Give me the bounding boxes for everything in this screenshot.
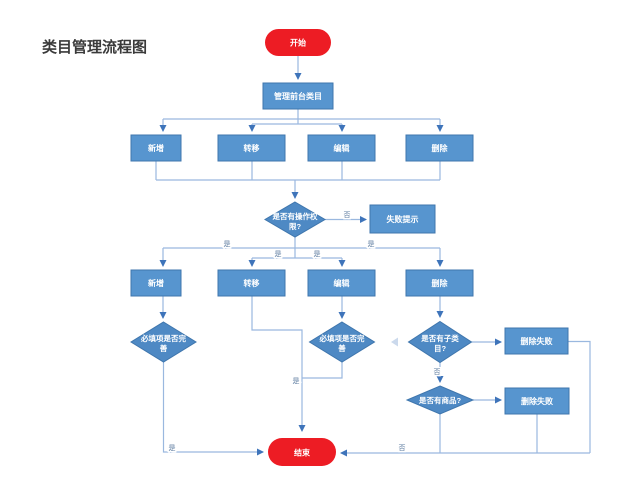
edge-transfer2-to-end bbox=[251, 296, 306, 432]
product-check-shape bbox=[405, 385, 475, 415]
row2-add-label: 新增 bbox=[148, 278, 164, 288]
node-row2-edit: 编辑 bbox=[307, 269, 376, 297]
node-end: 结束 bbox=[268, 438, 336, 466]
node-delete-fail-2: 删除失败 bbox=[504, 387, 570, 415]
permission-check-line2: 限? bbox=[289, 222, 301, 231]
fail-prompt-shape bbox=[369, 204, 436, 234]
node-subcategory-check: 是否有子类 目? bbox=[407, 320, 473, 364]
fail-prompt-label: 失败提示 bbox=[387, 214, 419, 224]
node-start: 开始 bbox=[265, 29, 331, 56]
row1-edit-label: 编辑 bbox=[334, 143, 350, 153]
node-row1-delete: 删除 bbox=[405, 134, 474, 162]
node-required-check-add: 必填项是否完 善 bbox=[130, 321, 197, 363]
diagram-title: 类目管理流程图 bbox=[42, 38, 147, 56]
permission-check-line1: 是否有操作权 bbox=[272, 211, 318, 221]
node-product-check: 是否有商品? bbox=[405, 385, 475, 415]
subcategory-check-line1: 是否有子类 bbox=[420, 333, 459, 343]
edge-label-yes-add-complete: 是 bbox=[169, 444, 176, 452]
row1-edit-shape bbox=[307, 134, 376, 162]
required-check-edit-shape bbox=[308, 321, 376, 363]
delete-fail-1-shape bbox=[504, 327, 569, 355]
node-row2-transfer: 转移 bbox=[217, 269, 286, 297]
node-row2-add: 新增 bbox=[130, 269, 182, 297]
delete-fail-2-label: 删除失败 bbox=[521, 396, 553, 406]
required-check-add-shape bbox=[130, 321, 197, 363]
row2-edit-label: 编辑 bbox=[334, 278, 350, 288]
edge-label-yes-3: 是 bbox=[314, 250, 321, 258]
row2-delete-label: 删除 bbox=[432, 278, 449, 288]
edge-addcheck-yes-to-end bbox=[162, 362, 264, 456]
start-terminator-shape bbox=[265, 29, 331, 56]
required-check-edit-line1: 必填项是否完 bbox=[319, 333, 365, 343]
required-check-add-line1: 必填项是否完 bbox=[140, 333, 186, 343]
row2-delete-shape bbox=[405, 269, 474, 297]
edge-manage-split-bus bbox=[163, 109, 440, 125]
end-label: 结束 bbox=[294, 448, 311, 458]
node-manage-category: 管理前台类目 bbox=[262, 82, 334, 110]
edge-delfail1-down bbox=[568, 340, 591, 453]
edge-label-no-product: 否 bbox=[399, 444, 406, 452]
edge-label-yes-1: 是 bbox=[224, 240, 231, 248]
edge-label-yes-edit-complete: 是 bbox=[293, 377, 300, 385]
row1-add-shape bbox=[130, 134, 182, 162]
edge-row1-merge-bus bbox=[155, 161, 441, 181]
edge-permission-yes-bus bbox=[163, 237, 440, 259]
node-fail-prompt: 失败提示 bbox=[369, 204, 436, 234]
edge-editcheck-join bbox=[302, 362, 343, 379]
row2-transfer-label: 转移 bbox=[244, 278, 260, 288]
permission-check-shape bbox=[264, 201, 326, 238]
node-permission-check: 是否有操作权 限? bbox=[264, 201, 326, 238]
delete-fail-2-shape bbox=[504, 387, 570, 415]
row2-transfer-shape bbox=[217, 269, 286, 297]
subcategory-check-shape bbox=[407, 320, 473, 364]
node-delete-fail-1: 删除失败 bbox=[504, 327, 569, 355]
subcategory-check-line2: 目? bbox=[434, 344, 446, 353]
edge-label-no-subcategory: 否 bbox=[434, 368, 441, 376]
row1-add-label: 新增 bbox=[148, 143, 164, 153]
required-check-edit-line2: 善 bbox=[338, 343, 346, 353]
row1-transfer-label: 转移 bbox=[244, 143, 260, 153]
edge-label-yes-2: 是 bbox=[275, 250, 282, 258]
edge-label-yes-4: 是 bbox=[368, 240, 375, 248]
product-check-label: 是否有商品? bbox=[418, 395, 461, 405]
start-label: 开始 bbox=[290, 38, 306, 48]
delete-fail-1-label: 删除失败 bbox=[521, 336, 553, 346]
node-required-check-edit: 必填项是否完 善 bbox=[308, 321, 376, 363]
node-row2-delete: 删除 bbox=[405, 269, 474, 297]
manage-category-shape bbox=[262, 82, 334, 110]
required-check-add-line2: 善 bbox=[160, 343, 168, 353]
node-row1-edit: 编辑 bbox=[307, 134, 376, 162]
manage-category-label: 管理前台类目 bbox=[274, 91, 322, 101]
watermark-left-arrow-icon bbox=[391, 337, 398, 347]
row2-edit-shape bbox=[307, 269, 376, 297]
row2-add-shape bbox=[130, 269, 182, 297]
end-terminator-shape bbox=[268, 438, 336, 466]
edge-label-no-permission: 否 bbox=[344, 211, 351, 219]
node-row1-add: 新增 bbox=[130, 134, 182, 162]
row1-delete-shape bbox=[405, 134, 474, 162]
row1-delete-label: 删除 bbox=[432, 143, 449, 153]
node-row1-transfer: 转移 bbox=[217, 134, 286, 162]
row1-transfer-shape bbox=[217, 134, 286, 162]
